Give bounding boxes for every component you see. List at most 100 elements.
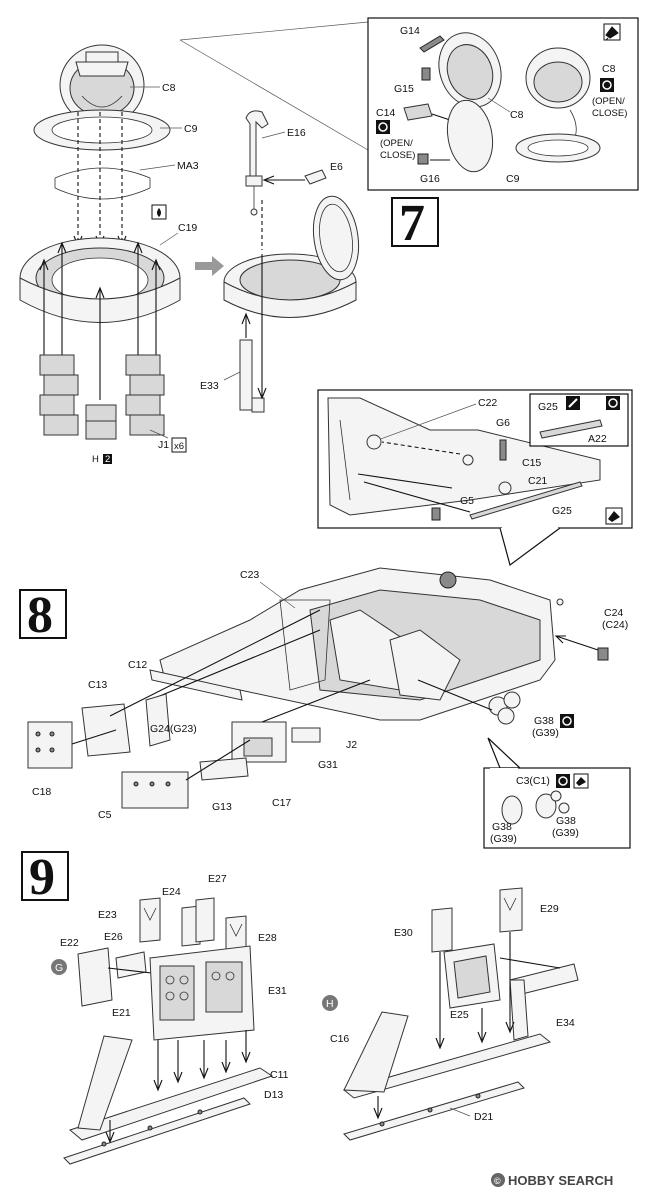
part-g38 — [488, 691, 521, 725]
part-c9-ring — [33, 109, 171, 151]
label-c14: C14 — [376, 107, 395, 119]
label-c15: C15 — [522, 457, 541, 469]
part-c12 — [149, 669, 243, 701]
part-c22 — [366, 434, 382, 450]
part-g14 — [419, 35, 445, 53]
quantity-badge: x6 — [171, 437, 187, 453]
label-c3: C3(C1) — [516, 775, 550, 787]
label-c17: C17 — [272, 797, 291, 809]
part-c8-hatch — [59, 44, 145, 126]
part-c8-side — [446, 99, 494, 173]
step7-detail-box: G14 G15 C8 C14 (OPEN/ CLOSE) G16 — [179, 17, 639, 191]
label-e6: E6 — [330, 161, 343, 173]
part-g31-block — [231, 721, 287, 763]
part-e22 — [77, 947, 113, 1007]
svg-text:x6: x6 — [174, 441, 184, 452]
part-e6 — [304, 169, 327, 185]
part-g25-a22-detail — [539, 419, 603, 439]
label-e16: E16 — [287, 127, 306, 139]
label-g25: G25 — [538, 401, 558, 413]
label-e21: E21 — [112, 1007, 131, 1019]
rotate-icon — [600, 78, 614, 92]
label-j2: J2 — [346, 739, 357, 751]
part-d21-rail — [343, 1081, 525, 1141]
part-g13 — [199, 757, 249, 781]
part-c8-open — [438, 32, 502, 108]
label-c11: C11 — [270, 1069, 289, 1081]
part-c14 — [403, 103, 433, 121]
label-c24-alt: (C24) — [602, 619, 628, 631]
label-c9-b: C9 — [506, 173, 520, 185]
rotate-icon — [376, 120, 390, 134]
svg-text:(OPEN/: (OPEN/ — [380, 138, 413, 149]
label-c9: C9 — [184, 123, 198, 135]
svg-text:(OPEN/: (OPEN/ — [592, 96, 625, 107]
part-c16-floor — [342, 1011, 552, 1099]
rotate-icon — [560, 714, 574, 728]
part-e25 — [443, 943, 501, 1009]
label-g13: G13 — [212, 801, 232, 813]
part-c24 — [597, 647, 609, 661]
label-g38-c: G38 — [556, 815, 576, 827]
svg-text:7: 7 — [399, 195, 425, 252]
label-c21: C21 — [528, 475, 547, 487]
watermark-brand: HOBBY SEARCH — [508, 1173, 613, 1188]
svg-text:2: 2 — [105, 454, 110, 465]
part-c11-floor — [68, 1035, 274, 1141]
label-c8: C8 — [162, 82, 176, 94]
label-g14: G14 — [400, 25, 420, 37]
glue-icon — [573, 773, 589, 789]
label-e26: E26 — [104, 931, 123, 943]
part-e27 — [195, 897, 215, 943]
label-c8-b: C8 — [510, 109, 524, 121]
step7-hatch-assembly: C8 C9 MA3 — [19, 44, 360, 465]
part-c18 — [27, 721, 73, 769]
label-e29: E29 — [540, 903, 559, 915]
part-g25-rod — [469, 481, 583, 520]
svg-text:8: 8 — [27, 587, 53, 644]
part-d13-rail — [63, 1097, 251, 1165]
label-g38: G38 — [534, 715, 554, 727]
part-g6 — [499, 439, 507, 461]
label-e31: E31 — [268, 985, 287, 997]
j1-arrows — [39, 241, 161, 400]
paint-icon — [566, 396, 580, 410]
part-j2 — [291, 727, 321, 743]
label-d13: D13 — [264, 1089, 283, 1101]
part-j1-left-stack — [39, 354, 79, 436]
part-e34 — [509, 963, 579, 1041]
sub-badge-g: G — [51, 959, 67, 975]
glue-icon — [605, 507, 623, 525]
part-g5 — [431, 507, 441, 521]
svg-text:CLOSE): CLOSE) — [592, 108, 627, 119]
label-g5: G5 — [460, 495, 474, 507]
part-j1-right-stack — [125, 354, 165, 436]
label-c23: C23 — [240, 569, 259, 581]
svg-text:©: © — [494, 1176, 501, 1186]
part-c13 — [81, 703, 131, 757]
part-c15 — [462, 454, 474, 466]
label-e23: E23 — [98, 909, 117, 921]
label-c19: C19 — [178, 222, 197, 234]
label-e27: E27 — [208, 873, 227, 885]
svg-text:9: 9 — [29, 849, 55, 906]
label-c12: C12 — [128, 659, 147, 671]
step-7-marker: 7 — [391, 195, 439, 252]
label-d21: D21 — [474, 1111, 493, 1123]
part-c21 — [498, 481, 512, 495]
glue-icon — [151, 204, 167, 220]
label-ma3: MA3 — [177, 160, 199, 172]
part-e23 — [139, 897, 161, 943]
label-g39-c: (G39) — [552, 827, 579, 839]
part-e16-periscope — [245, 110, 269, 216]
label-g15: G15 — [394, 83, 414, 95]
part-g16 — [417, 153, 429, 165]
label-g31: G31 — [318, 759, 338, 771]
label-e22: E22 — [60, 937, 79, 949]
part-c8-closed — [525, 47, 591, 109]
rotate-icon — [606, 396, 620, 410]
label-e24: E24 — [162, 886, 181, 898]
label-e33: E33 — [200, 380, 219, 392]
glue-icon — [603, 23, 621, 41]
part-e26 — [115, 951, 147, 979]
